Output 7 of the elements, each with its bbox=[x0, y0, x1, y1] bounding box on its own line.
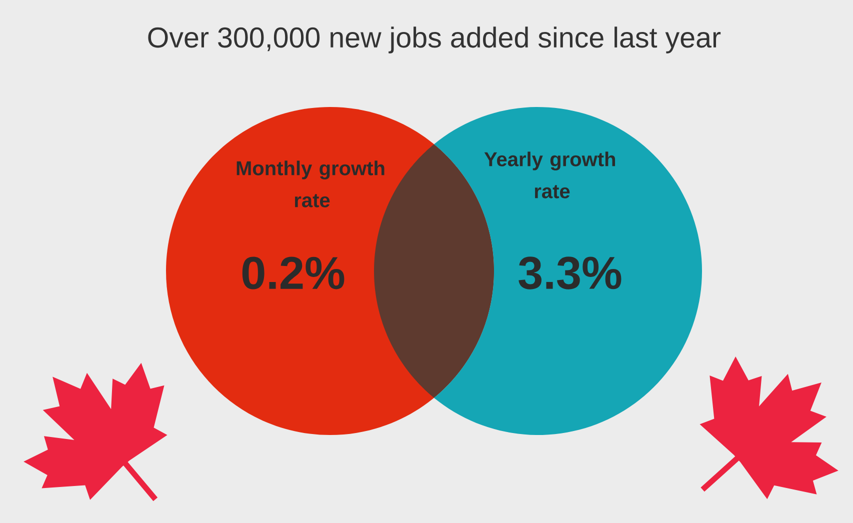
maple-leaf bbox=[700, 356, 838, 500]
maple-leaf bbox=[24, 362, 168, 502]
circle-heading: Yearly growth rate bbox=[484, 152, 616, 198]
percentage-value: 3.3% bbox=[518, 256, 622, 290]
title: Over 300,000 new jobs added since last year bbox=[148, 26, 721, 54]
circle-heading: Monthly growth rate bbox=[236, 160, 384, 208]
percentage-value: 0.2% bbox=[242, 256, 344, 290]
